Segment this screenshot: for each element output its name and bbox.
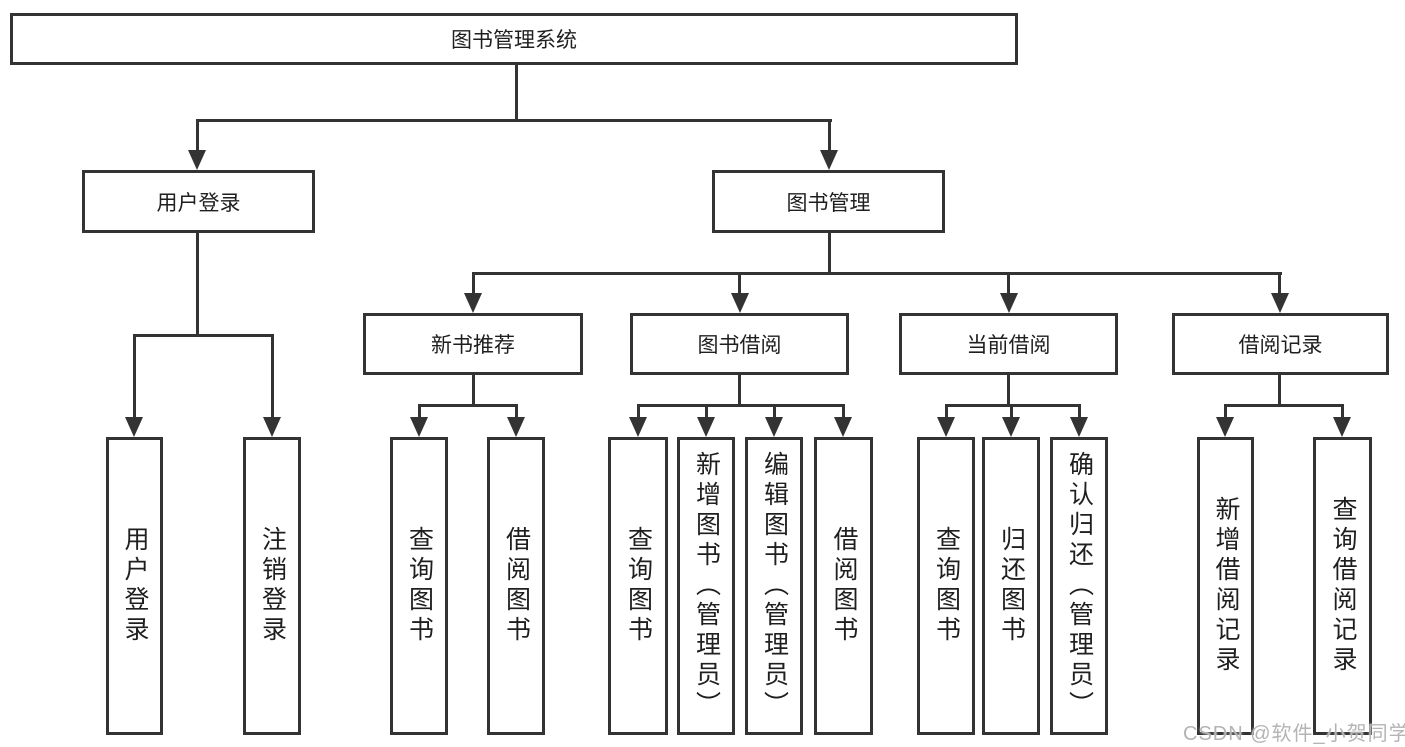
- arrow-down-icon: [125, 417, 143, 437]
- arrow-down-icon: [1000, 293, 1018, 313]
- connector-line: [637, 404, 640, 420]
- connector-line: [418, 404, 421, 420]
- connector-line: [1007, 272, 1010, 296]
- watermark: CSDN @软件_小贺同学: [1183, 723, 1405, 745]
- connector-line: [738, 375, 741, 407]
- node-book-management: 图书管理: [712, 170, 945, 233]
- connector-line: [945, 404, 1081, 407]
- leaf-label: 查询图书: [624, 526, 653, 646]
- arrow-down-icon: [1216, 417, 1234, 437]
- arrow-down-icon: [629, 417, 647, 437]
- arrow-down-icon: [188, 150, 206, 170]
- leaf-query-books: 查询图书: [390, 437, 448, 735]
- connector-line: [945, 404, 948, 420]
- connector-line: [1078, 404, 1081, 420]
- connector-line: [842, 404, 845, 420]
- connector-line: [773, 404, 776, 420]
- arrow-down-icon: [1271, 293, 1289, 313]
- leaf-label: 用户登录: [121, 526, 149, 646]
- connector-line: [196, 119, 199, 153]
- arrow-down-icon: [765, 417, 783, 437]
- connector-line: [828, 119, 831, 153]
- connector-line: [133, 334, 274, 337]
- node-new-book-recommendation: 新书推荐: [363, 313, 583, 375]
- leaf-label: 确认归还（管理员）: [1065, 451, 1094, 721]
- node-library-management-system: 图书管理系统: [10, 13, 1018, 65]
- arrow-down-icon: [834, 417, 852, 437]
- connector-line: [472, 272, 475, 296]
- leaf-logout: 注销登录: [243, 437, 301, 735]
- connector-line: [472, 375, 475, 407]
- connector-line: [515, 404, 518, 420]
- connector-line: [196, 233, 199, 337]
- node-book-borrowing: 图书借阅: [630, 313, 849, 375]
- leaf-borrow-books: 借阅图书: [487, 437, 545, 735]
- arrow-down-icon: [1070, 417, 1088, 437]
- leaf-confirm-return-admin: 确认归还（管理员）: [1050, 437, 1108, 735]
- leaf-label: 借阅图书: [502, 526, 531, 646]
- arrow-down-icon: [820, 150, 838, 170]
- leaf-label: 查询图书: [405, 526, 434, 646]
- connector-line: [1224, 404, 1344, 407]
- connector-line: [705, 404, 708, 420]
- connector-line: [1278, 375, 1281, 407]
- leaf-label: 归还图书: [997, 526, 1026, 646]
- connector-line: [637, 404, 845, 407]
- node-borrowing-records: 借阅记录: [1172, 313, 1389, 375]
- connector-line: [271, 334, 274, 420]
- leaf-query-borrow-record: 查询借阅记录: [1313, 437, 1372, 735]
- connector-line: [1010, 404, 1013, 420]
- leaf-label: 编辑图书（管理员）: [760, 451, 789, 721]
- connector-line: [1224, 404, 1227, 420]
- arrow-down-icon: [263, 417, 281, 437]
- arrow-down-icon: [937, 417, 955, 437]
- arrow-down-icon: [697, 417, 715, 437]
- leaf-borrow-books: 借阅图书: [814, 437, 873, 735]
- leaf-label: 注销登录: [258, 526, 287, 646]
- connector-line: [1007, 375, 1010, 407]
- arrow-down-icon: [1002, 417, 1020, 437]
- leaf-add-books-admin: 新增图书（管理员）: [677, 437, 735, 735]
- arrow-down-icon: [731, 293, 749, 313]
- arrow-down-icon: [507, 417, 525, 437]
- leaf-query-books: 查询图书: [917, 437, 975, 735]
- leaf-query-books: 查询图书: [608, 437, 668, 735]
- leaf-label: 查询借阅记录: [1329, 496, 1357, 676]
- arrow-down-icon: [464, 293, 482, 313]
- arrow-down-icon: [1333, 417, 1351, 437]
- connector-line: [738, 272, 741, 296]
- connector-line: [418, 404, 518, 407]
- connector-line: [1278, 272, 1281, 296]
- leaf-add-borrow-record: 新增借阅记录: [1197, 437, 1254, 735]
- connector-line: [1341, 404, 1344, 420]
- leaf-edit-books-admin: 编辑图书（管理员）: [745, 437, 803, 735]
- leaf-label: 新增图书（管理员）: [692, 451, 721, 721]
- leaf-label: 新增借阅记录: [1212, 496, 1240, 676]
- node-user-login: 用户登录: [82, 170, 315, 233]
- connector-line: [828, 233, 831, 275]
- connector-line: [133, 334, 136, 420]
- connector-line: [472, 272, 1282, 275]
- leaf-return-books: 归还图书: [982, 437, 1040, 735]
- connector-line: [515, 65, 518, 122]
- leaf-user-login: 用户登录: [106, 437, 163, 735]
- leaf-label: 查询图书: [932, 526, 961, 646]
- node-current-borrowing: 当前借阅: [899, 313, 1118, 375]
- arrow-down-icon: [410, 417, 428, 437]
- leaf-label: 借阅图书: [830, 526, 858, 646]
- connector-line: [196, 119, 832, 122]
